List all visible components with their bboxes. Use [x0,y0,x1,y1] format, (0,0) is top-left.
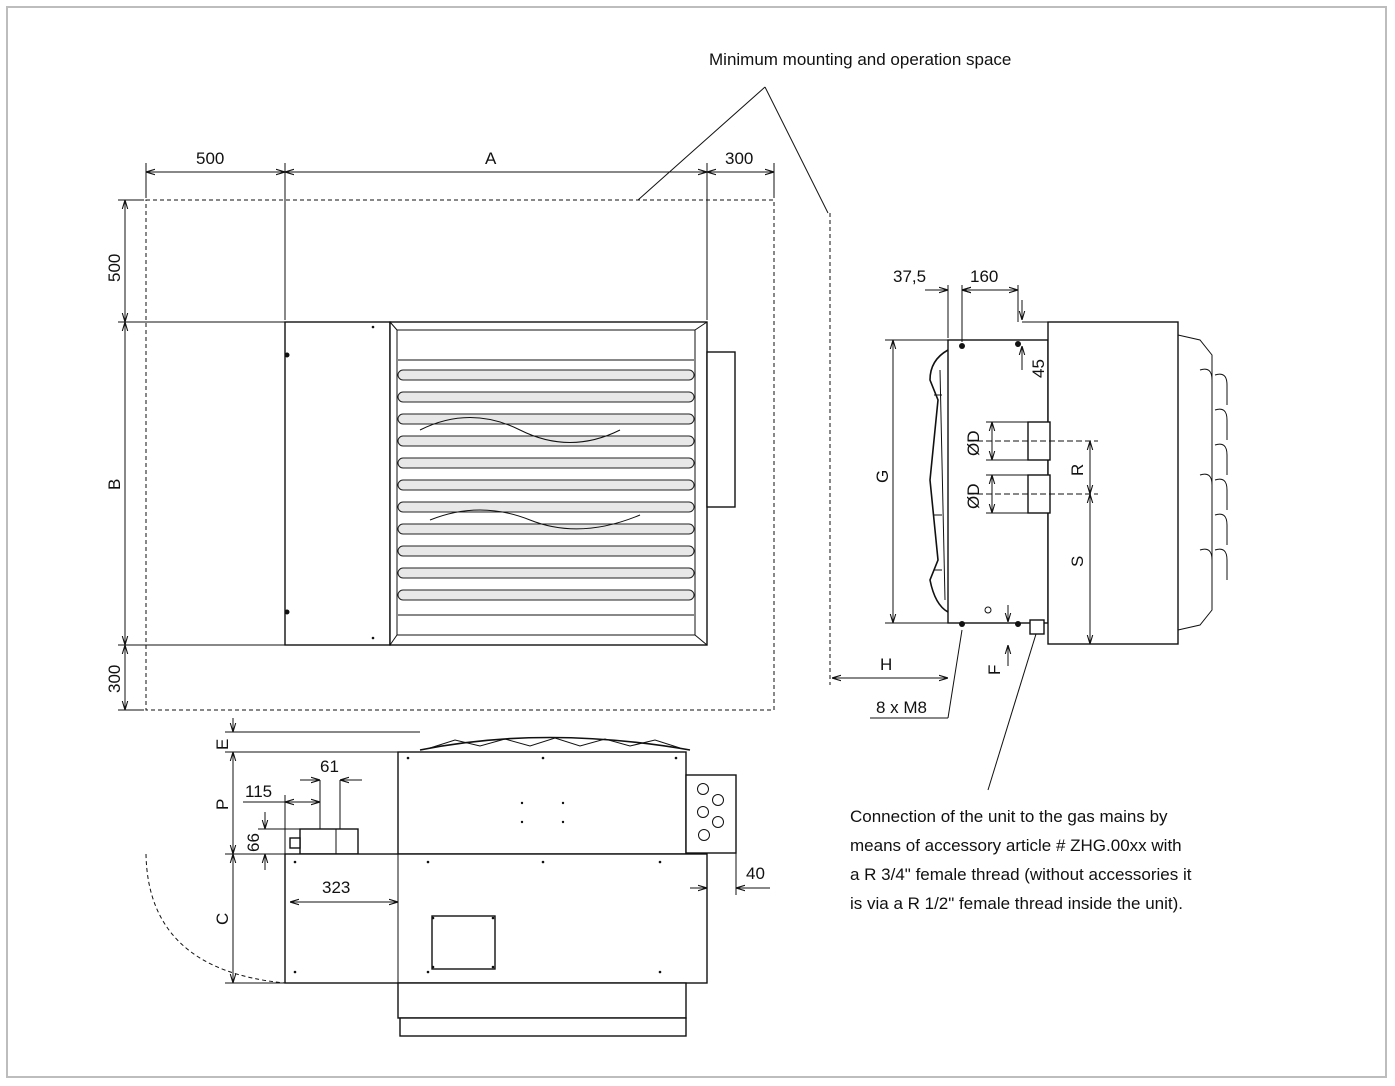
door-swing-arc [145,853,286,984]
gas-note-line-3: a R 3/4" female thread (without accessor… [850,865,1192,884]
top-dim-115: 115 [245,782,272,801]
side-view: H [829,213,1228,791]
side-heat-exchanger [1047,321,1179,645]
gas-note-line-1: Connection of the unit to the gas mains … [850,807,1168,826]
front-dim-right: 300 [725,149,753,168]
top-view: E P C 66 115 61 323 40 [145,718,770,1037]
side-dim-h: H [880,655,892,674]
front-dim-left: 500 [196,149,224,168]
side-dim-d1: ØD [964,431,983,457]
front-dim-b: B [105,479,124,490]
side-dim-f: F [985,665,1004,675]
side-dim-d2: ØD [964,484,983,510]
side-dim-g: G [873,470,892,483]
space-leader-2 [764,86,829,214]
side-dim-160: 160 [970,267,998,286]
space-leader-1 [637,86,766,201]
top-upper-body [397,751,687,855]
front-view: 500 A 300 500 B 300 [105,149,775,711]
top-main-body [284,853,708,984]
side-dim-r: R [1068,464,1087,476]
side-dim-37-5: 37,5 [893,267,926,286]
top-dim-40: 40 [746,864,765,883]
gas-note: Connection of the unit to the gas mains … [850,807,1192,913]
front-clearance-box [145,199,775,711]
front-dim-top: 500 [105,254,124,282]
side-dim-45: 45 [1029,359,1048,378]
front-control-panel [284,321,391,646]
space-title: Minimum mounting and operation space [709,50,1011,69]
top-dim-61: 61 [320,757,339,776]
gas-note-line-2: means of accessory article # ZHG.00xx wi… [850,836,1182,855]
top-dim-323: 323 [322,878,350,897]
side-fan-guard [929,349,949,613]
top-dim-66: 66 [244,833,263,852]
front-louvre-blades [397,369,695,601]
top-fan-guard [419,736,691,751]
bolts-label: 8 x M8 [876,698,927,717]
front-dim-a: A [485,149,497,168]
side-dim-s: S [1068,556,1087,567]
front-dim-bottom: 300 [105,665,124,693]
top-access-panel [431,915,496,970]
side-louvre-hooks [1177,334,1228,631]
top-dim-p: P [213,799,232,810]
top-dim-e: E [213,739,232,750]
drawing-frame [6,6,1387,1078]
top-dim-c: C [213,913,232,925]
gas-note-line-4: is via a R 1/2" female thread inside the… [850,894,1183,913]
